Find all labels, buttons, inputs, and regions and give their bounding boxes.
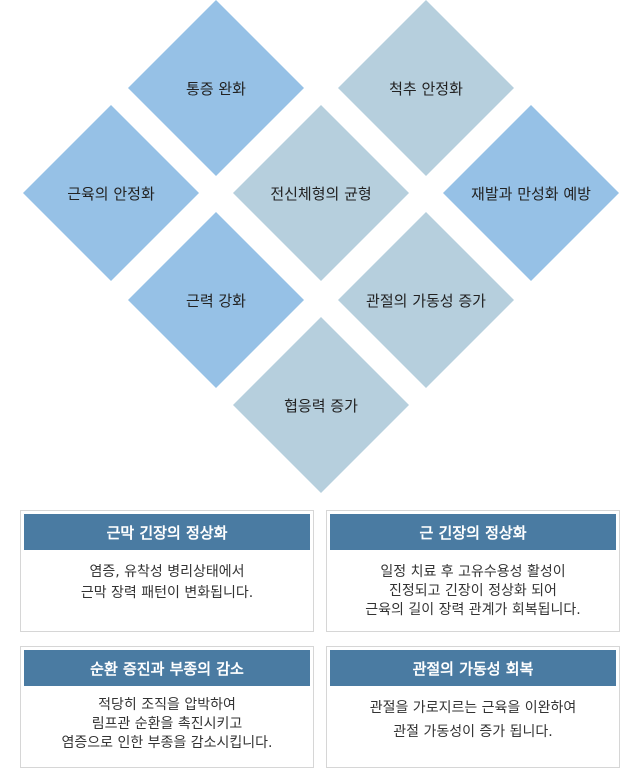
diamond-label: 근력 강화 [186,291,246,310]
diamond-label: 재발과 만성화 예방 [471,184,591,203]
card-description: 염증, 유착성 병리상태에서 근막 장력 패턴이 변화됩니다. [21,550,313,604]
card-line: 적당히 조직을 압박하여 [98,697,236,713]
card-description: 적당히 조직을 압박하여 림프관 순환을 촉진시키고 염증으로 인한 부종을 감… [21,686,313,753]
card-line: 관절 가동성이 증가 됩니다. [393,724,553,740]
card-title: 근 긴장의 정상화 [330,514,616,550]
card-line: 림프관 순환을 촉진시키고 [91,716,243,732]
card-description: 일정 치료 후 고유수용성 활성이 진정되고 긴장이 정상화 되어 근육의 길이… [327,550,619,620]
card-fascia-tension: 근막 긴장의 정상화 염증, 유착성 병리상태에서 근막 장력 패턴이 변화됩니… [20,510,314,632]
diamond-label: 근육의 안정화 [67,184,155,203]
card-joint-mobility: 관절의 가동성 회복 관절을 가로지르는 근육을 이완하여 관절 가동성이 증가… [326,646,620,768]
card-line: 염증으로 인한 부종을 감소시킵니다. [61,735,273,751]
diamond-label: 전신체형의 균형 [270,184,372,203]
card-line: 근막 장력 패턴이 변화됩니다. [80,585,254,601]
card-line: 일정 치료 후 고유수용성 활성이 [380,564,566,580]
card-title: 근막 긴장의 정상화 [24,514,310,550]
card-muscle-tension: 근 긴장의 정상화 일정 치료 후 고유수용성 활성이 진정되고 긴장이 정상화… [326,510,620,632]
diamond-label: 척추 안정화 [389,79,463,98]
card-line: 진정되고 긴장이 정상화 되어 [389,583,557,599]
diamond-label: 관절의 가동성 증가 [366,291,486,310]
card-description: 관절을 가로지르는 근육을 이완하여 관절 가동성이 증가 됩니다. [327,686,619,744]
card-line: 관절을 가로지르는 근육을 이완하여 [369,700,577,716]
diamond-label: 협응력 증가 [284,396,358,415]
benefits-diamond-diagram: 통증 완화 척추 안정화 근육의 안정화 전신체형의 균형 재발과 만성화 예방… [23,0,619,493]
diamond-label: 통증 완화 [186,79,246,98]
card-circulation: 순환 증진과 부종의 감소 적당히 조직을 압박하여 림프관 순환을 촉진시키고… [20,646,314,768]
card-line: 염증, 유착성 병리상태에서 [89,564,245,580]
card-title: 관절의 가동성 회복 [330,650,616,686]
card-title: 순환 증진과 부종의 감소 [24,650,310,686]
card-line: 근육의 길이 장력 관계가 회복됩니다. [365,602,581,618]
